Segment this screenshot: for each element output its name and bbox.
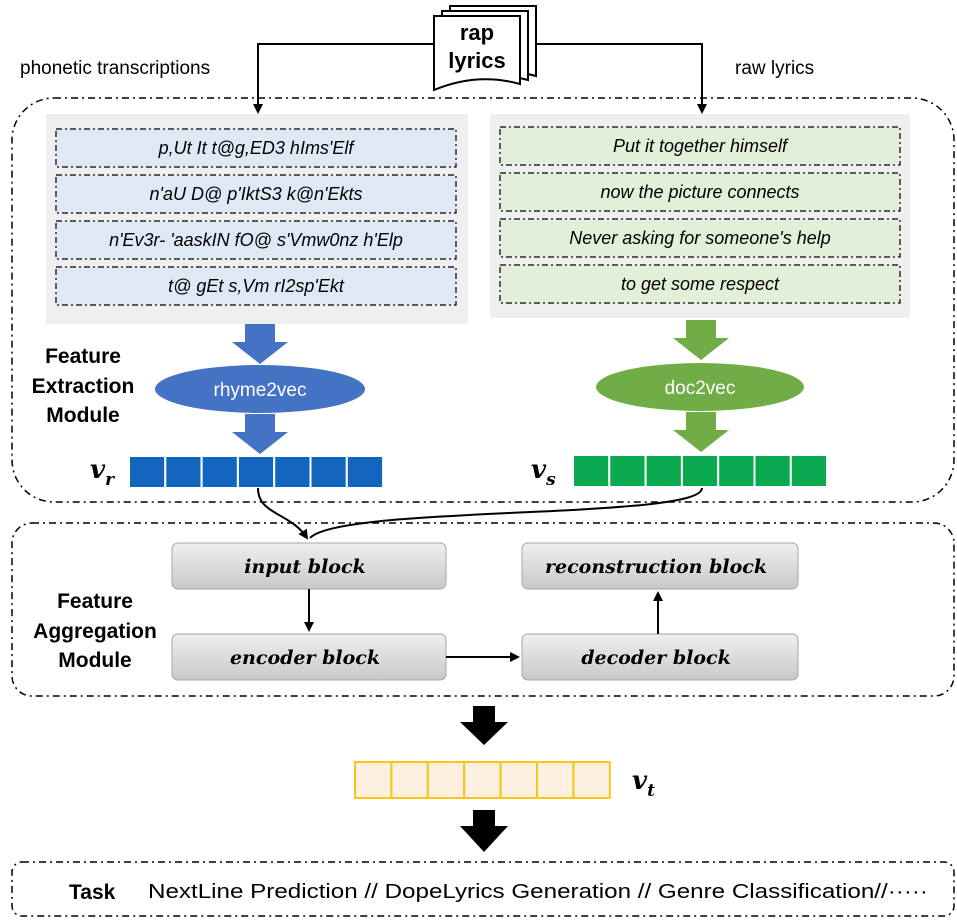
- vector-v-s-label: vs: [531, 455, 556, 490]
- phonetic-line-box: [55, 174, 457, 214]
- lyric-line-box: [499, 172, 901, 212]
- phonetic-line-box: [55, 128, 457, 168]
- block-arrow-down-icon: [460, 706, 508, 745]
- lyric-line-box: [499, 218, 901, 258]
- vector-cell: [753, 454, 792, 488]
- feature-extraction-label: Feature Extraction Module: [32, 345, 135, 427]
- vector-cell: [717, 454, 756, 488]
- rhyme2vec-label: rhyme2vec: [214, 380, 307, 401]
- vector-cell: [354, 761, 393, 799]
- vector-cell: [644, 454, 683, 488]
- reconstruction-block: reconstruction block: [521, 542, 799, 590]
- svg-text:Module: Module: [58, 649, 132, 672]
- vector-cell: [463, 761, 502, 799]
- phonetic-line-4: t@ gEt s,Vm rI2sp'Ekt: [168, 276, 345, 296]
- vector-v-t-label: vt: [632, 766, 655, 801]
- feature-aggregation-module-container: [11, 522, 955, 697]
- vector-cell: [426, 761, 466, 799]
- lyric-line-2: now the picture connects: [600, 182, 799, 202]
- svg-text:Feature: Feature: [45, 345, 121, 368]
- decoder-block: decoder block: [521, 633, 799, 681]
- task-list-text: NextLine Prediction // DopeLyrics Genera…: [148, 881, 928, 903]
- phonetic-line-box: [55, 266, 457, 306]
- phonetic-line-2: n'aU D@ p'IktS3 k@n'Ekts: [150, 184, 363, 204]
- vector-cell: [536, 761, 575, 799]
- task-container: [11, 861, 955, 917]
- vector-cell: [572, 761, 611, 799]
- phonetic-line-box: [55, 220, 457, 260]
- source-label-line1: rap: [460, 20, 494, 45]
- vector-cell: [680, 454, 720, 488]
- vector-v-t: [354, 761, 611, 799]
- vector-cell: [789, 454, 829, 488]
- feature-extraction-module-container: [11, 97, 955, 503]
- svg-text:reconstruction block: reconstruction block: [545, 556, 767, 578]
- svg-text:encoder block: encoder block: [230, 647, 380, 669]
- vector-cell: [309, 455, 348, 489]
- block-arrow-down-icon: [232, 324, 288, 364]
- vector-v-r-label: vr: [90, 455, 115, 490]
- vector-v-s: [572, 454, 829, 488]
- source-label-line2: lyrics: [448, 48, 506, 73]
- svg-text:input block: input block: [244, 556, 365, 578]
- doc2vec-label: doc2vec: [665, 378, 736, 399]
- vector-cell: [499, 761, 539, 799]
- vector-cell: [236, 455, 276, 489]
- vector-cell: [345, 455, 385, 489]
- vector-cell: [200, 455, 239, 489]
- lyric-line-3: Never asking for someone's help: [569, 228, 831, 248]
- lyric-line-4: to get some respect: [621, 274, 780, 294]
- vector-cell: [608, 454, 647, 488]
- lyric-line-box: [499, 264, 901, 304]
- merge-connectors: [257, 487, 703, 540]
- vector-v-r: [128, 455, 385, 489]
- vector-cell: [164, 455, 203, 489]
- rhyme2vec-encoder: [155, 365, 365, 413]
- rap-lyrics-document-icon: rap lyrics: [433, 5, 537, 92]
- block-arrow-down-icon: [673, 320, 729, 360]
- vector-cell: [128, 455, 167, 489]
- phonetic-line-3: n'Ev3r- 'aaskIN fO@ s'Vmw0nz h'Elp: [109, 230, 403, 250]
- input-block: input block: [171, 542, 447, 590]
- phonetic-transcriptions-panel: p,Ut It t@g,ED3 hIms'Elf n'aU D@ p'IktS3…: [46, 114, 468, 324]
- svg-text:Extraction: Extraction: [32, 375, 135, 398]
- lyric-line-box: [499, 126, 901, 166]
- vector-cell: [390, 761, 429, 799]
- aggregation-connectors: [304, 589, 663, 662]
- svg-text:decoder block: decoder block: [581, 647, 731, 669]
- vector-cell: [273, 455, 312, 489]
- raw-lyrics-panel: Put it together himself now the picture …: [490, 114, 910, 318]
- doc2vec-encoder: [596, 363, 804, 411]
- encoder-block: encoder block: [171, 633, 447, 681]
- phonetic-transcriptions-caption: phonetic transcriptions: [20, 58, 210, 79]
- raw-lyrics-caption: raw lyrics: [735, 58, 814, 79]
- svg-text:Feature: Feature: [57, 590, 133, 613]
- block-arrow-down-icon: [673, 412, 729, 452]
- svg-text:Aggregation: Aggregation: [33, 620, 157, 643]
- block-arrow-down-icon: [460, 810, 508, 852]
- phonetic-line-1: p,Ut It t@g,ED3 hIms'Elf: [158, 138, 356, 158]
- task-label: Task: [69, 881, 116, 904]
- lyric-line-1: Put it together himself: [613, 136, 789, 156]
- block-arrow-down-icon: [232, 414, 288, 454]
- source-connectors: [253, 43, 707, 114]
- vector-cell: [572, 454, 611, 488]
- feature-aggregation-label: Feature Aggregation Module: [33, 590, 157, 672]
- svg-text:Module: Module: [46, 404, 120, 427]
